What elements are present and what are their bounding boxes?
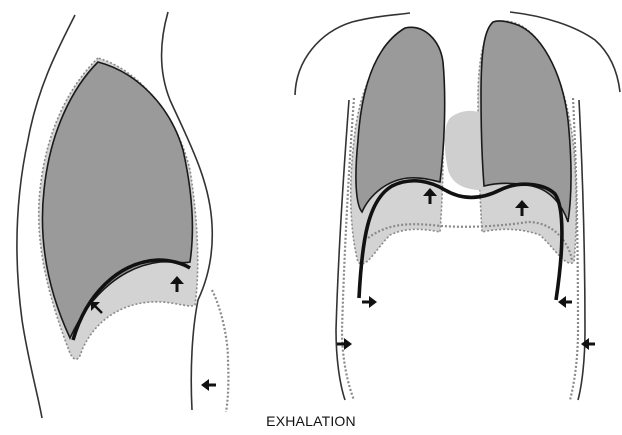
right-chest-wall [578,100,585,400]
left-arrow-icon [558,296,572,308]
left-chest-wall-previous [342,98,354,400]
left-arrow-icon [201,379,216,391]
right-arrow-icon [362,296,377,308]
left-arrow-icon [581,338,595,350]
previous-wall-outline [212,290,228,412]
diagram-caption: EXHALATION [0,413,622,429]
lateral-view [17,12,228,418]
frontal-view [295,12,620,400]
right-arrow-icon [337,338,352,350]
